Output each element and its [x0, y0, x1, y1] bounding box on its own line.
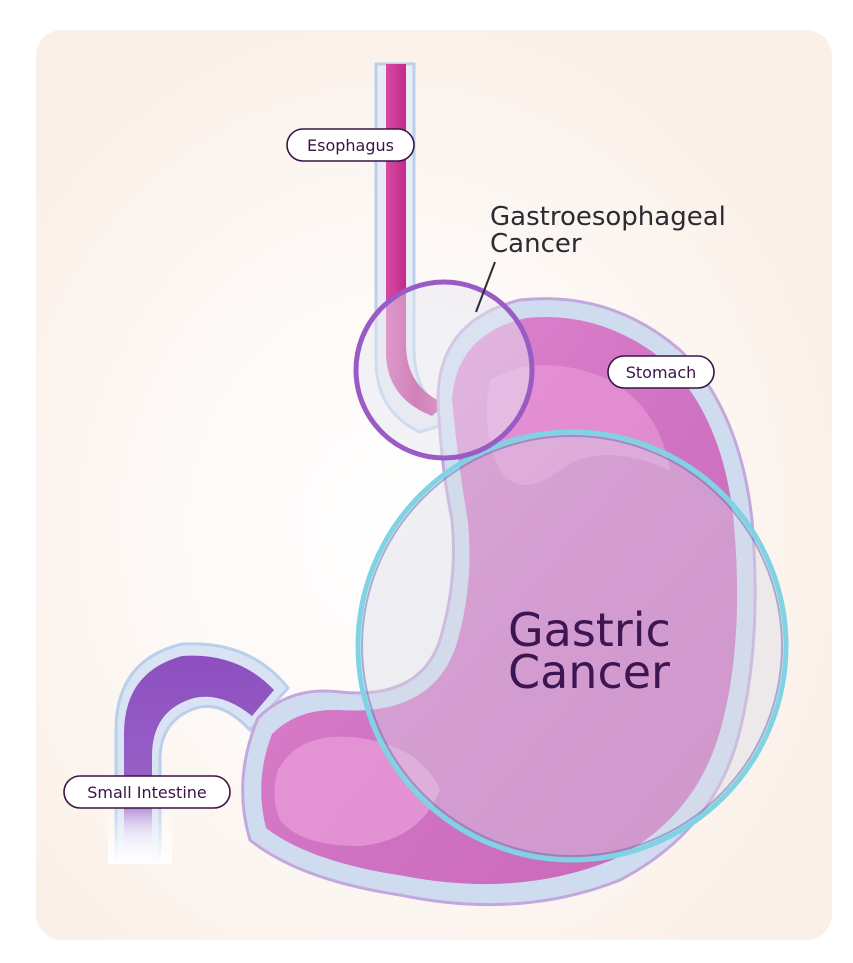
small-intestine-label: Small Intestine	[64, 776, 230, 808]
gastroesophageal-label-line2: Cancer	[490, 229, 582, 259]
gastric-cancer-label-line2: Cancer	[508, 645, 670, 699]
esophagus-label-text: Esophagus	[307, 136, 394, 155]
esophagus-label: Esophagus	[287, 129, 414, 161]
small-intestine-label-text: Small Intestine	[87, 783, 207, 802]
small-intestine-fade	[108, 800, 172, 864]
stomach-label: Stomach	[608, 356, 714, 388]
stomach-label-text: Stomach	[626, 363, 697, 382]
gastroesophageal-label-line1: Gastroesophageal	[490, 202, 726, 232]
gastroesophageal-cancer-region	[356, 282, 532, 458]
